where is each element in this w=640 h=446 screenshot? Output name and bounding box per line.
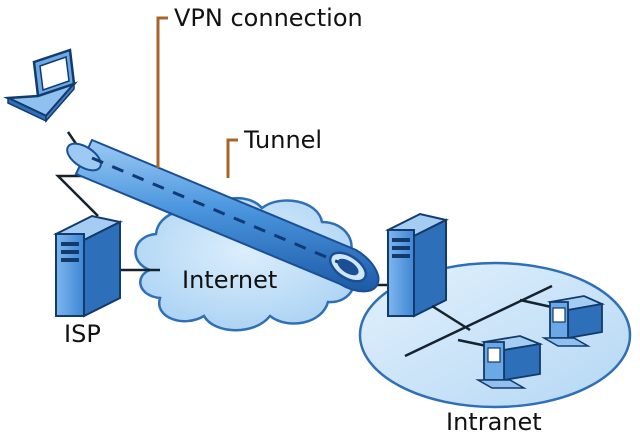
tunnel-label: Tunnel — [244, 126, 323, 154]
intranet-label: Intranet — [446, 408, 542, 436]
internet-label: Internet — [182, 266, 278, 294]
laptop-icon — [3, 48, 78, 123]
workstation-icon — [541, 295, 606, 347]
tunnel-leader — [226, 138, 238, 178]
vpn-connection-label: VPN connection — [174, 4, 363, 32]
vpn-tunnel — [66, 138, 380, 293]
isp-label: ISP — [64, 320, 101, 348]
vpn-connection-leader — [156, 16, 168, 168]
workstation-icon — [475, 335, 544, 389]
isp-server-icon — [53, 214, 123, 318]
gateway-server-icon — [385, 212, 449, 318]
